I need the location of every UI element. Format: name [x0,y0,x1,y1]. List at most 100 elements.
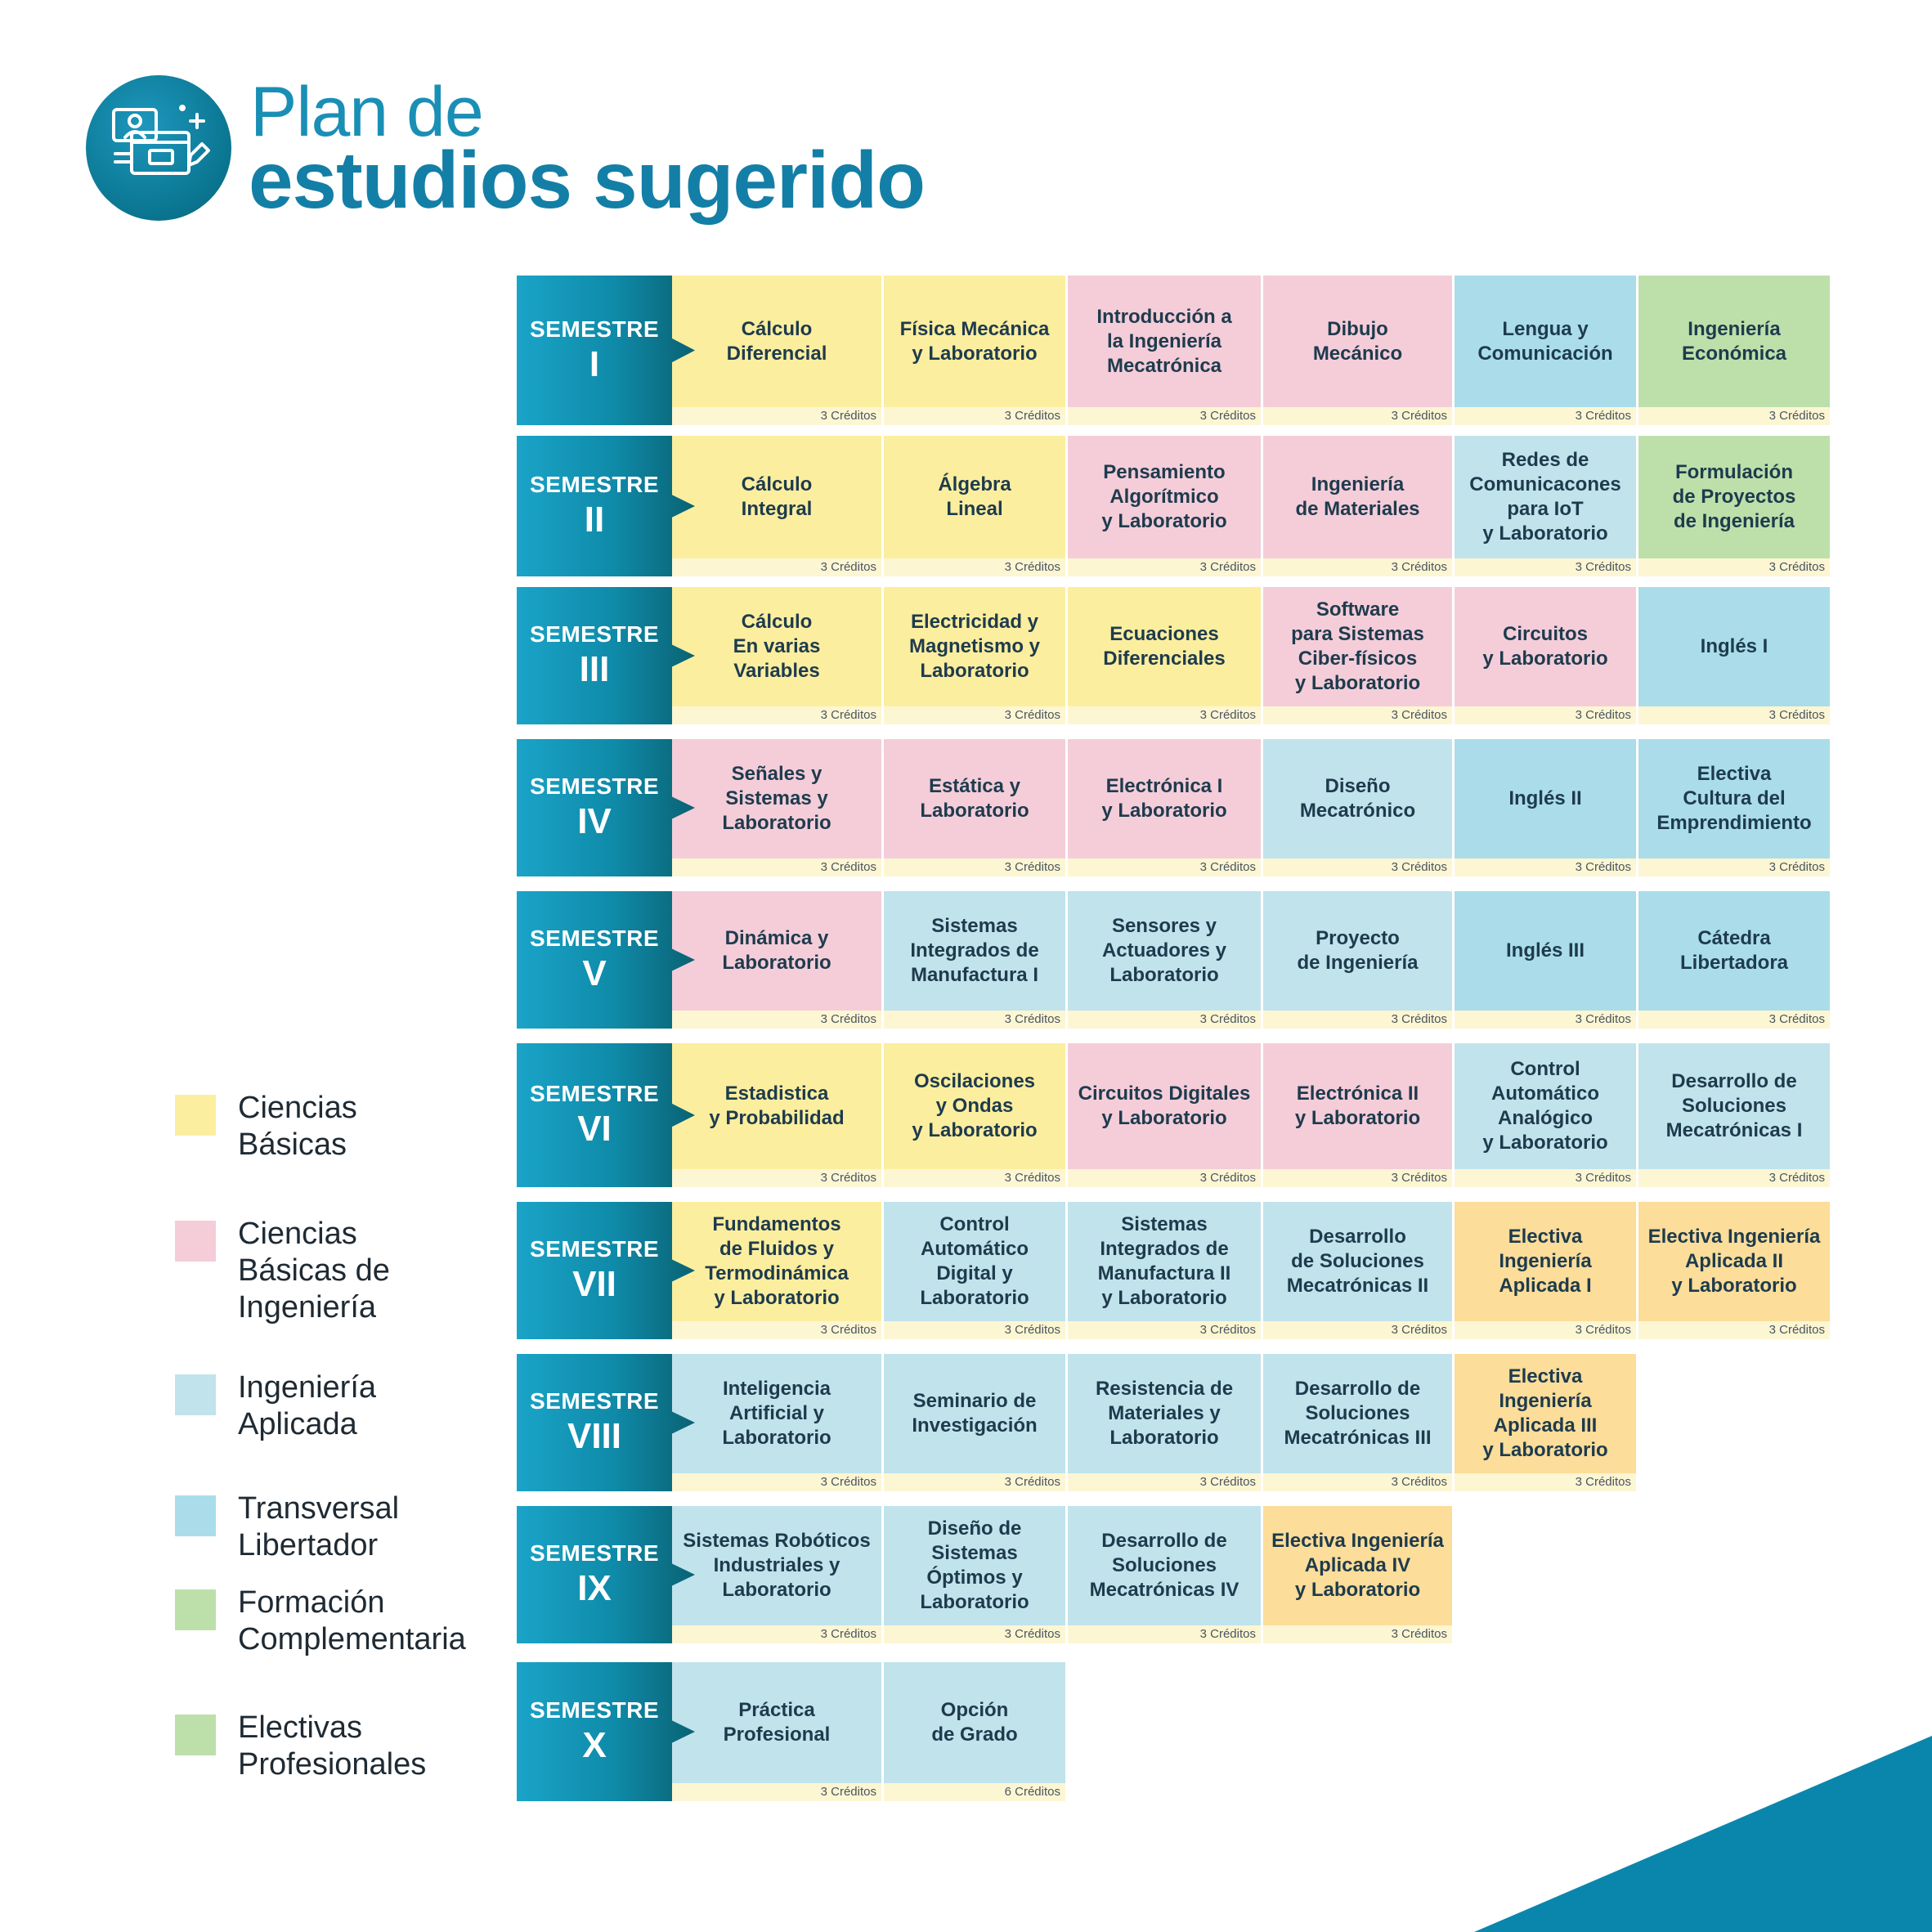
semester-courses: Señales y Sistemas y Laboratorio 3 Crédit… [672,739,1830,876]
course-body: Desarrollo de Soluciones Mecatrónicas II… [1263,1354,1452,1473]
course-cell: Desarrollo de Soluciones Mecatrónicas II… [1263,1354,1452,1491]
course-credits: 3 Créditos [1068,1473,1261,1491]
semester-number: V [582,953,607,993]
course-body: Ingeniería Económica [1638,276,1830,407]
legend-swatch [175,1221,216,1262]
course-credits: 3 Créditos [672,858,881,876]
course-body: Dibujo Mecánico [1263,276,1452,407]
legend-swatch [175,1715,216,1755]
semester-number: IX [577,1568,612,1608]
course-body: Cálculo Diferencial [672,276,881,407]
course-body: Diseño de Sistemas Óptimos y Laboratorio [884,1506,1065,1625]
course-credits: 3 Créditos [1638,858,1830,876]
semester-number: II [584,500,605,540]
course-cell: Desarrollo de Soluciones Mecatrónicas II… [1263,1202,1452,1339]
course-body: Señales y Sistemas y Laboratorio [672,739,881,858]
course-credits: 3 Créditos [1068,1011,1261,1029]
semester-header-bg [517,276,695,425]
course-body: Ingeniería de Materiales [1263,436,1452,558]
course-name: Resistencia de Materiales y Laboratorio [1095,1378,1234,1449]
course-name: Sistemas Robóticos Industriales y Labora… [683,1530,871,1601]
course-body: Fundamentos de Fluidos y Termodinámica y… [672,1202,881,1321]
course-body: Sistemas Integrados de Manufactura II y … [1068,1202,1261,1321]
course-name: Desarrollo de Soluciones Mecatrónicas IV [1089,1530,1239,1601]
course-credits: 3 Créditos [1638,1169,1830,1187]
semester-number: III [579,649,610,689]
course-name: Introducción a la Ingeniería Mecatrónica [1096,305,1232,377]
course-cell: Diseño de Sistemas Óptimos y Laboratorio… [884,1506,1065,1643]
course-body: Cátedra Libertadora [1638,891,1830,1011]
course-body: Redes de Comunicacones para IoT y Labora… [1455,436,1636,558]
legend-swatch [175,1495,216,1536]
course-body: Electiva Ingeniería Aplicada II y Labora… [1638,1202,1830,1321]
curriculum-icon [112,105,210,175]
course-name: Sensores y Actuadores y Laboratorio [1101,915,1227,986]
course-name: Proyecto de Ingeniería [1297,927,1419,974]
course-body: Lengua y Comunicación [1455,276,1636,407]
semester-header-bg [517,1043,695,1187]
course-cell: Resistencia de Materiales y Laboratorio 3… [1068,1354,1261,1491]
semester-label: SEMESTRE [529,926,660,951]
course-name: Señales y Sistemas y Laboratorio [722,763,832,834]
course-name: Desarrollo de Soluciones Mecatrónicas II… [1284,1378,1432,1449]
course-body: Inteligencia Artificial y Laboratorio [672,1354,881,1473]
course-body: Álgebra Lineal [884,436,1065,558]
semester-courses: Fundamentos de Fluidos y Termodinámica y… [672,1202,1830,1339]
course-cell: Sistemas Integrados de Manufactura II y … [1068,1202,1261,1339]
course-credits: 3 Créditos [884,1625,1065,1643]
course-credits: 3 Créditos [672,1625,881,1643]
course-credits: 3 Créditos [1068,407,1261,425]
course-credits: 3 Créditos [1455,1011,1636,1029]
course-credits: 3 Créditos [884,1321,1065,1339]
course-name: Estática y Laboratorio [920,775,1029,822]
course-cell: Control Automático Digital y Laboratorio… [884,1202,1065,1339]
legend-swatch [175,1374,216,1415]
semester-label: SEMESTRE [529,621,660,647]
course-body: Electiva Ingeniería Aplicada III y Labor… [1455,1354,1636,1473]
course-credits: 3 Créditos [1263,858,1452,876]
course-name: Sistemas Integrados de Manufactura I [910,915,1039,986]
course-credits: 3 Créditos [1263,407,1452,425]
semester-header-bg [517,1354,695,1491]
legend-label: Ingeniería Aplicada [238,1370,377,1441]
course-body: Electrónica I y Laboratorio [1068,739,1261,858]
course-body: Control Automático Digital y Laboratorio [884,1202,1065,1321]
course-credits: 3 Créditos [884,1011,1065,1029]
course-credits: 3 Créditos [1638,706,1830,724]
course-name: Control Automático Analógico y Laborator… [1482,1058,1608,1154]
course-name: Seminario de Investigación [912,1390,1038,1437]
semester-header-bg [517,1506,695,1643]
course-name: Software para Sistemas Ciber-físicos y L… [1291,598,1424,694]
course-name: Cátedra Libertadora [1679,927,1789,974]
course-cell: Sistemas Integrados de Manufactura I 3 Cr… [884,891,1065,1029]
course-body: Inglés I [1638,587,1830,706]
semester-number: IV [577,801,612,841]
semester-header-bg [517,739,695,876]
course-name: Circuitos y Laboratorio [1482,623,1608,670]
course-name: Física Mecánica y Laboratorio [899,317,1050,365]
semester-number: VI [577,1109,612,1149]
course-name: Estadistica y Probabilidad [709,1083,845,1129]
course-body: Electiva Ingeniería Aplicada IV y Labora… [1263,1506,1452,1625]
course-body: Física Mecánica y Laboratorio [884,276,1065,407]
semester-label: SEMESTRE [529,1540,660,1566]
course-credits: 3 Créditos [672,1783,881,1801]
course-credits: 3 Créditos [1638,407,1830,425]
